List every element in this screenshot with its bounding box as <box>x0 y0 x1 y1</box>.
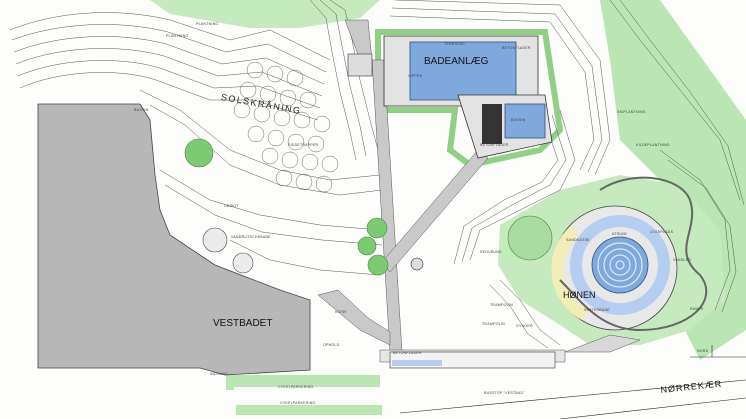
tree <box>357 236 377 256</box>
vestbadet-building <box>37 103 311 376</box>
badeanlaeg-pool <box>409 41 517 101</box>
south-water-feature <box>392 360 442 366</box>
honen-ring-blue <box>570 215 670 315</box>
tree-clusters-north <box>233 61 339 193</box>
entrance-marker <box>410 257 424 271</box>
label-kildeplantning: KILDEPLANTNING <box>636 143 670 147</box>
badeanlaeg-stairs <box>482 104 502 144</box>
grass-top-strip <box>150 0 380 28</box>
label-siddetrapper: SIDDETRAPPER <box>288 143 319 147</box>
label-badeanlaeg: BADEANLÆG <box>424 56 489 67</box>
label-skiplantning: SKIPLANTNING <box>617 110 646 114</box>
badeanlaeg-west-block <box>347 53 373 77</box>
label-legeplads: LEGEPLADS <box>650 230 674 234</box>
honen-spiral <box>597 242 643 288</box>
north-arrow <box>690 345 746 358</box>
tree <box>507 215 553 261</box>
tree <box>184 138 214 168</box>
label-bassin-b: BASSIN <box>511 118 526 122</box>
label-busstop: BUSSTOP "VESTBAD" <box>484 391 525 395</box>
label-indgang: INDGANG <box>210 372 229 376</box>
label-skovbund: SKOVBUND <box>480 250 502 254</box>
tree <box>367 254 389 276</box>
label-vipper: VIPPER <box>408 74 423 78</box>
label-sandkasse: SANDKASSE <box>566 238 590 242</box>
label-nord: NORD <box>697 349 709 353</box>
label-vandrutschebane: VANDRUTSCHEBANE <box>231 235 271 239</box>
label-atrium: ATRIUM <box>612 232 627 236</box>
honen-center-pool <box>591 236 649 294</box>
grass-strip-south-b <box>236 405 382 415</box>
label-plantning-b: PLANTNING <box>196 22 219 26</box>
honen-sand-arc <box>551 225 589 321</box>
path-southeast <box>564 334 641 353</box>
label-gynger: GYNGER <box>516 324 533 328</box>
label-betonflader-a: BETONFLADER <box>502 46 531 50</box>
label-honen: HØNEN <box>563 290 596 300</box>
label-trampolin-a: TRAMPOLIN <box>490 303 513 307</box>
label-ophold: OPHOLD <box>323 343 340 347</box>
label-bassin-a: BASSIN <box>134 108 149 112</box>
tree <box>366 217 388 239</box>
label-terrasse: TERRASSE <box>444 42 465 46</box>
tree <box>232 252 254 274</box>
tree <box>202 227 228 253</box>
label-vandleg: VANDLEG <box>673 258 692 262</box>
label-skaterbane: SKATERBANE <box>584 308 610 312</box>
label-betonflader-b: BETONFLADER <box>480 143 509 147</box>
label-kiosk: KIOSK <box>335 310 347 314</box>
label-betonflader-c: BETONFLADER <box>393 351 422 355</box>
honen-loop-path <box>559 176 708 332</box>
label-trampolin-b: TRAMPOLIN <box>482 322 505 326</box>
label-vestbadet: VESTBADET <box>213 318 273 329</box>
grass-strip-south-a <box>230 375 380 387</box>
trees <box>184 138 553 276</box>
badeanlaeg-small-pool <box>504 103 546 139</box>
label-cykelparkering-a: CYKELPARKERING <box>278 385 314 389</box>
label-udsigt: UDSIGT <box>224 204 239 208</box>
road-norrekaer <box>399 379 746 419</box>
label-plantning-a: PLANTNING <box>166 34 189 38</box>
label-cykelparkering-b: CYKELPARKERING <box>280 401 316 405</box>
path-west-link <box>317 289 391 346</box>
contours-east <box>389 0 745 349</box>
label-rampe: RAMPE <box>690 307 704 311</box>
